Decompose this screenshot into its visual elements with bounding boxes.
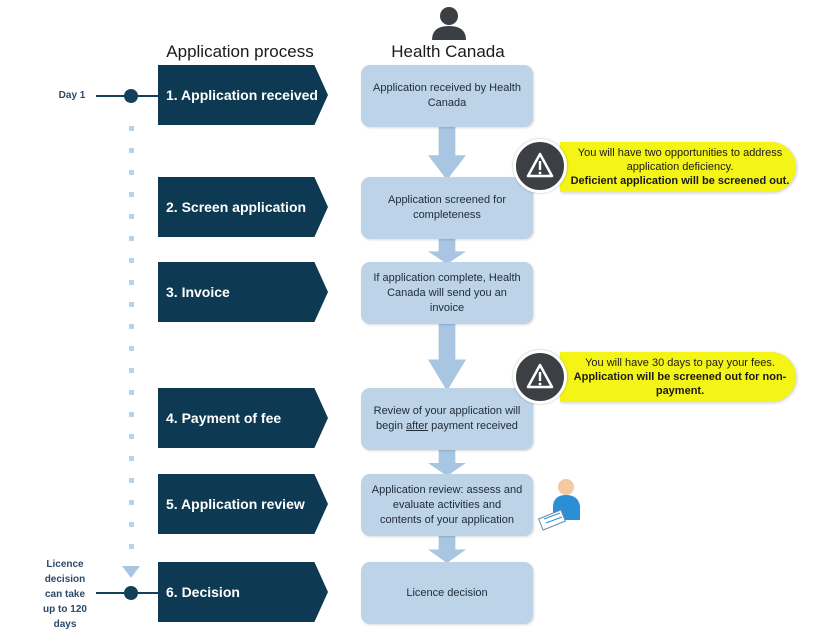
duration-line: Licence bbox=[46, 559, 84, 570]
alert-text: You will have 30 days to pay your fees. bbox=[585, 357, 775, 369]
duration-line: days bbox=[53, 619, 77, 630]
duration-line: decision bbox=[44, 574, 86, 585]
licence-decision-duration-label: Licence decision can take up to 120 days bbox=[38, 557, 92, 632]
timeline-dot bbox=[129, 302, 134, 307]
timeline-dot bbox=[129, 368, 134, 373]
timeline-dot bbox=[129, 522, 134, 527]
alert-text-bold: Deficient application will be screened o… bbox=[570, 175, 790, 187]
alert-text-bold: Application will be screened out for non… bbox=[573, 371, 787, 397]
alert-text: You will have two opportunities to addre… bbox=[577, 147, 783, 173]
application-process-header: Application process bbox=[166, 42, 314, 61]
flow-arrow-icon bbox=[428, 236, 466, 264]
timeline-dot bbox=[129, 236, 134, 241]
hc-box-decision: Licence decision bbox=[361, 562, 533, 624]
step-screen-application: 2. Screen application bbox=[158, 177, 328, 237]
timeline-node-end bbox=[124, 586, 138, 600]
day-1-label: Day 1 bbox=[58, 90, 86, 101]
flow-arrow-icon bbox=[428, 125, 466, 180]
flow-arrow-icon bbox=[428, 447, 466, 476]
timeline-dot bbox=[129, 434, 134, 439]
hc-box-invoice: If application complete, Health Canada w… bbox=[361, 262, 533, 324]
timeline-dot bbox=[129, 280, 134, 285]
timeline-dot bbox=[129, 126, 134, 131]
step-invoice: 3. Invoice bbox=[158, 262, 328, 322]
hc-box-received: Application received by Health Canada bbox=[361, 65, 533, 127]
timeline-dot bbox=[129, 214, 134, 219]
payment-alert: You will have 30 days to pay your fees. … bbox=[560, 352, 796, 402]
duration-line: up to 120 bbox=[43, 604, 87, 615]
reviewer-icon bbox=[536, 476, 586, 532]
timeline-dot bbox=[129, 456, 134, 461]
step-payment-of-fee: 4. Payment of fee bbox=[158, 388, 328, 448]
timeline-dot bbox=[129, 346, 134, 351]
flow-arrow-icon bbox=[428, 533, 466, 563]
screening-alert: You will have two opportunities to addre… bbox=[560, 142, 796, 192]
step-application-received: 1. Application received bbox=[158, 65, 328, 125]
timeline-dot bbox=[129, 478, 134, 483]
timeline-dot bbox=[129, 148, 134, 153]
health-canada-header: Health Canada bbox=[391, 42, 505, 61]
timeline-dot bbox=[129, 412, 134, 417]
timeline-dot bbox=[129, 170, 134, 175]
timeline-dot bbox=[129, 324, 134, 329]
hc-box-screened: Application screened for completeness bbox=[361, 177, 533, 239]
payment-text-part: payment received bbox=[428, 420, 518, 432]
warning-icon bbox=[513, 139, 567, 193]
payment-box-text: Review of your application will begin af… bbox=[371, 404, 523, 434]
timeline-dot bbox=[129, 390, 134, 395]
warning-icon bbox=[513, 350, 567, 404]
duration-line: can take bbox=[44, 589, 86, 600]
payment-text-underlined: after bbox=[406, 420, 429, 432]
flow-arrow-icon bbox=[428, 321, 466, 391]
timeline-dot bbox=[129, 500, 134, 505]
timeline-dot bbox=[129, 258, 134, 263]
payment-text-part: Review of your application will begin bbox=[373, 405, 521, 432]
timeline-arrowhead-icon bbox=[122, 565, 140, 578]
hc-box-payment: Review of your application will begin af… bbox=[361, 388, 533, 450]
timeline-dot bbox=[129, 192, 134, 197]
person-icon bbox=[430, 6, 468, 40]
timeline-node-start bbox=[124, 89, 138, 103]
hc-box-review: Application review: assess and evaluate … bbox=[361, 474, 533, 536]
step-decision: 6. Decision bbox=[158, 562, 328, 622]
timeline-dot bbox=[129, 544, 134, 549]
step-application-review: 5. Application review bbox=[158, 474, 328, 534]
